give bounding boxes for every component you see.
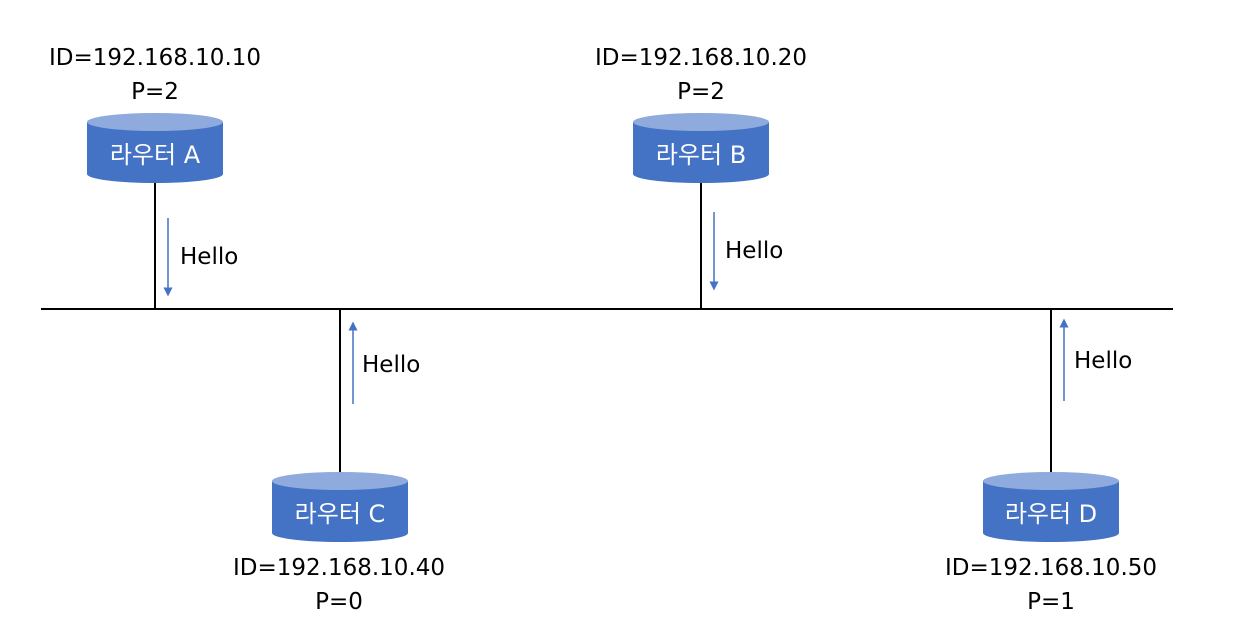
router-priority: P=0 — [315, 589, 363, 615]
router-d-info: ID=192.168.10.50 P=1 — [921, 551, 1181, 619]
router-label: 라우터 B — [656, 141, 746, 169]
router-icon — [272, 481, 408, 542]
router-top — [87, 113, 223, 131]
router-priority: P=2 — [677, 79, 725, 105]
router-c-info: ID=192.168.10.40 P=0 — [209, 551, 469, 619]
router-icon — [983, 481, 1119, 542]
router-label: 라우터 C — [295, 500, 386, 528]
router-a-info: ID=192.168.10.10 P=2 — [25, 41, 285, 109]
router-id: ID=192.168.10.40 — [232, 555, 446, 581]
router-label: 라우터 A — [110, 141, 201, 169]
router-c: 라우터 C — [272, 472, 408, 542]
router-d: 라우터 D — [983, 472, 1119, 542]
router-icon — [87, 122, 223, 183]
hello-label-d: Hello — [1074, 348, 1133, 374]
router-b: 라우터 B — [633, 113, 769, 183]
router-label: 라우터 D — [1005, 500, 1097, 528]
router-id: ID=192.168.10.10 — [48, 45, 262, 71]
router-priority: P=2 — [131, 79, 179, 105]
router-top — [633, 113, 769, 131]
router-icon — [633, 122, 769, 183]
hello-label-a: Hello — [180, 244, 239, 270]
router-b-info: ID=192.168.10.20 P=2 — [571, 41, 831, 109]
router-priority: P=1 — [1027, 589, 1075, 615]
router-a: 라우터 A — [87, 113, 223, 183]
router-id: ID=192.168.10.50 — [944, 555, 1158, 581]
hello-label-b: Hello — [725, 238, 784, 264]
router-top — [983, 472, 1119, 490]
hello-label-c: Hello — [362, 352, 421, 378]
router-top — [272, 472, 408, 490]
router-id: ID=192.168.10.20 — [594, 45, 808, 71]
